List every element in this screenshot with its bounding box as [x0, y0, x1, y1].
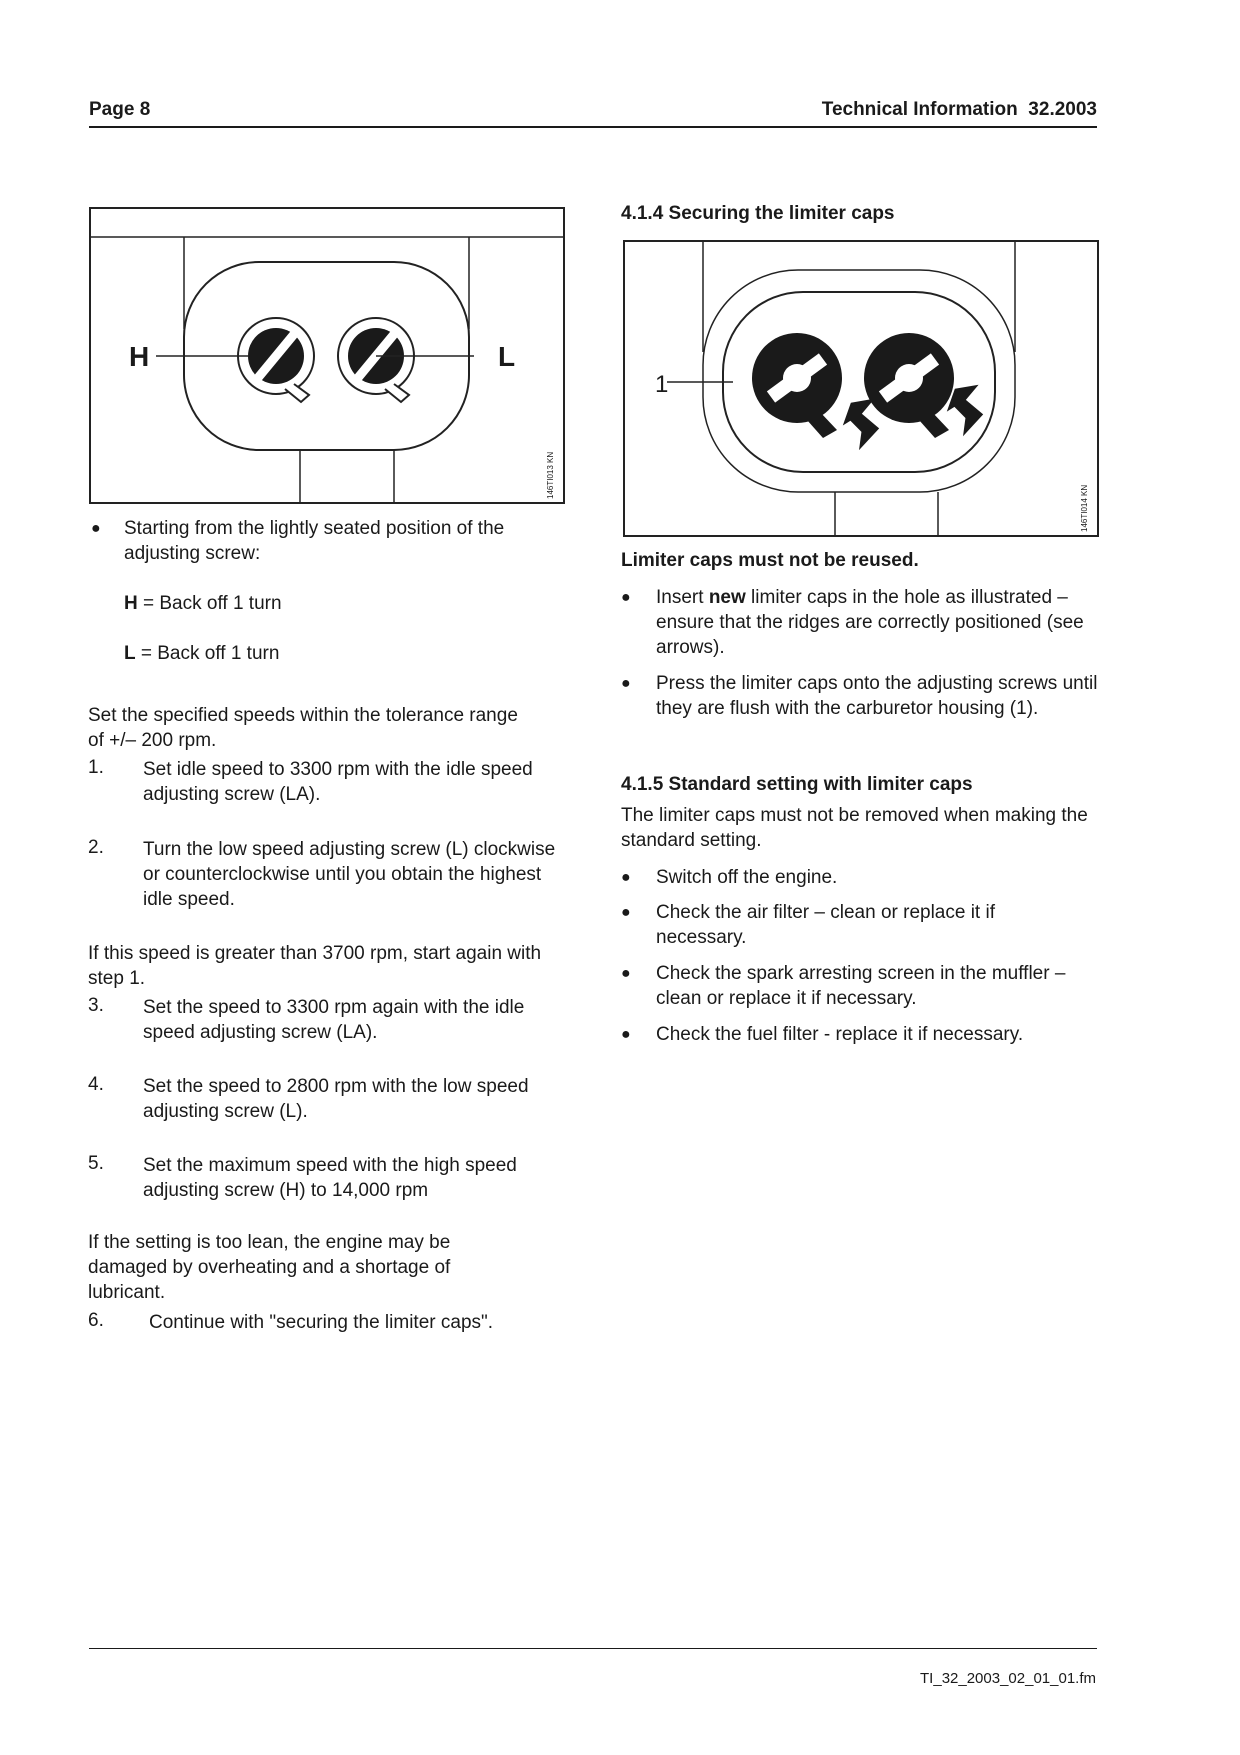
fig2-label-1: 1 — [655, 371, 668, 398]
set-speeds-text: Set the specified speeds within the tole… — [88, 705, 518, 751]
step-check-spark-screen: Check the spark arresting screen in the … — [656, 963, 1066, 1009]
l-text: = Back off 1 turn — [135, 643, 280, 664]
heading-securing-limiter-caps: 4.1.4 Securing the limiter caps — [621, 203, 895, 224]
step-3-text: Set the speed to 3300 rpm again with the… — [143, 997, 525, 1043]
step-4-number: 4. — [88, 1074, 104, 1095]
if-greater-text: If this speed is greater than 3700 rpm, … — [88, 943, 542, 989]
limiter-cap-right-icon — [864, 333, 954, 438]
arrow-left-icon — [842, 398, 880, 451]
heading-standard-setting: 4.1.5 Standard setting with limiter caps — [621, 774, 973, 795]
l-key: L — [124, 643, 136, 664]
warning-text: Limiter caps must not be reused. — [621, 550, 919, 571]
limiter-cap-left-icon — [752, 333, 842, 438]
bullet-dot: ● — [621, 904, 631, 921]
page-number: Page 8 — [89, 99, 151, 120]
step-4-text: Set the speed to 2800 rpm with the low s… — [143, 1076, 529, 1122]
bullet-dot: ● — [91, 520, 101, 537]
document-title: Technical Information 32.2003 — [821, 99, 1097, 120]
step-check-fuel-filter: Check the fuel filter - replace it if ne… — [656, 1024, 1024, 1045]
figure-limiter-caps: 1 146TI014 KN — [623, 240, 1099, 537]
step-check-air-filter: Check the air filter – clean or replace … — [656, 902, 995, 948]
bullet-dot: ● — [621, 589, 631, 606]
if-lean-text: If the setting is too lean, the engine m… — [88, 1232, 451, 1303]
h-instruction: H = Back off 1 turn — [124, 591, 282, 616]
arrow-right-icon — [946, 384, 984, 437]
bullet-dot: ● — [621, 1026, 631, 1043]
l-instruction: L = Back off 1 turn — [124, 641, 279, 666]
press-caps-text: Press the limiter caps onto the adjustin… — [656, 673, 1098, 719]
step-2-number: 2. — [88, 837, 104, 858]
figure-adjusting-screws: H L 146TI013 KN — [89, 207, 565, 504]
step-5-number: 5. — [88, 1153, 104, 1174]
h-text: = Back off 1 turn — [137, 593, 282, 614]
fig1-label-l: L — [498, 341, 515, 372]
step-1-text: Set idle speed to 3300 rpm with the idle… — [143, 759, 533, 805]
insert-new: new — [708, 587, 746, 608]
fig1-label-h: H — [129, 341, 149, 372]
header-divider — [89, 126, 1097, 128]
footer-filename: TI_32_2003_02_01_01.fm — [920, 1670, 1096, 1687]
footer-divider — [89, 1648, 1097, 1649]
limiter-caps-diagram: 1 146TI014 KN — [655, 242, 1089, 535]
step-2-text: Turn the low speed adjusting screw (L) c… — [143, 839, 556, 910]
step-switch-off-engine: Switch off the engine. — [656, 867, 838, 888]
bullet-dot: ● — [621, 869, 631, 886]
insert-pre: Insert — [656, 587, 709, 608]
fig2-code: 146TI014 KN — [1080, 485, 1089, 532]
intro-bullet-text: Starting from the lightly seated positio… — [124, 518, 505, 564]
standard-setting-text: The limiter caps must not be removed whe… — [621, 805, 1088, 851]
bullet-dot: ● — [621, 675, 631, 692]
fig1-code: 146TI013 KN — [546, 452, 555, 499]
step-6-text: Continue with "securing the limiter caps… — [149, 1312, 494, 1333]
step-6-number: 6. — [88, 1310, 104, 1331]
insert-caps-text: Insert new limiter caps in the hole as i… — [656, 585, 1101, 660]
step-3-number: 3. — [88, 995, 104, 1016]
bullet-dot: ● — [621, 965, 631, 982]
h-screw-icon — [237, 317, 315, 404]
adjusting-screws-diagram: H L 146TI013 KN — [91, 236, 563, 502]
h-key: H — [124, 593, 138, 614]
step-1-number: 1. — [88, 757, 104, 778]
step-5-text: Set the maximum speed with the high spee… — [143, 1155, 517, 1201]
insert-post: limiter caps in the hole as illustrated … — [656, 587, 1084, 658]
